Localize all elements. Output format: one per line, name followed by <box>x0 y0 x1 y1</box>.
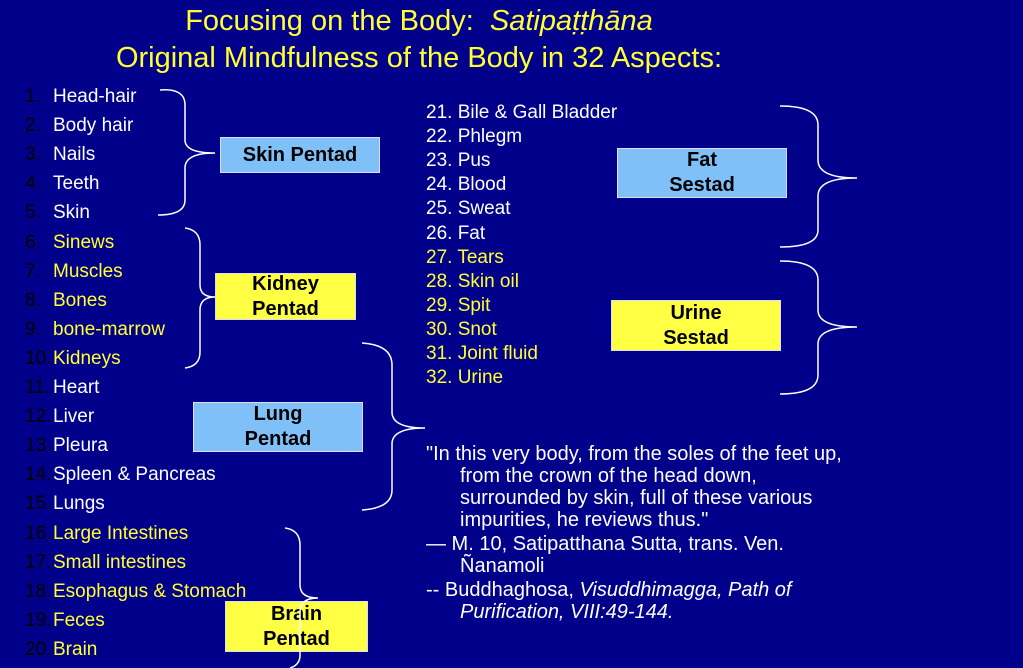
item-label: Small intestines <box>53 551 187 573</box>
item-number: 6. <box>25 231 41 253</box>
label: Fat <box>687 149 717 171</box>
quote-source-1: — M. 10, Satipatthana Sutta, trans. Ven.… <box>426 533 784 577</box>
item-number: 14. <box>25 464 52 486</box>
item-label: Bones <box>53 289 107 311</box>
item-label: Pleura <box>53 435 108 457</box>
quote-source-2: -- Buddhaghosa, Visuddhimagga, Path of P… <box>426 579 846 623</box>
item-label: Teeth <box>53 173 100 195</box>
item-label: Sinews <box>53 231 115 253</box>
skin-pentad-label: Skin Pentad <box>242 143 358 166</box>
item-number: 20. <box>25 638 52 660</box>
label: Pentad <box>244 428 312 450</box>
item-number: 9. <box>25 318 41 340</box>
item-label: Large Intestines <box>53 522 189 544</box>
urine-brace <box>779 260 858 395</box>
item-label: Head-hair <box>53 86 137 107</box>
item-number: 4. <box>25 173 41 195</box>
item-number: 2. <box>25 115 41 137</box>
item-number: 8. <box>25 289 41 311</box>
item-label: Brain <box>53 638 98 660</box>
item-number: 15. <box>25 493 52 515</box>
item-number: 16. <box>25 522 52 544</box>
item-number: 13. <box>25 435 52 457</box>
title-italic: Satipaṭṭhāna <box>489 5 653 37</box>
right-list-item: 26. Fat <box>426 222 486 244</box>
fat-brace <box>779 105 858 248</box>
label: Pentad <box>263 627 330 650</box>
source2-prefix: -- Buddhaghosa, <box>426 579 580 601</box>
item-number: 5. <box>25 202 41 224</box>
right-list-item: 23. Pus <box>426 150 491 172</box>
label: Urine <box>670 301 722 324</box>
item-label: Muscles <box>53 260 123 282</box>
right-list-item: 22. Phlegm <box>426 126 523 148</box>
right-list-item: 32. Urine <box>426 367 504 389</box>
item-number: 10. <box>25 347 52 369</box>
brain-brace <box>284 527 319 668</box>
right-list-item: 31. Joint fluid <box>426 343 538 364</box>
item-label: Heart <box>53 377 100 398</box>
item-number: 1. <box>25 86 41 107</box>
title-prefix: Focusing on the Body: <box>185 5 490 37</box>
item-number: 19. <box>25 609 52 631</box>
item-label: Body hair <box>53 115 134 137</box>
label: Lung <box>253 403 303 425</box>
item-label: Spleen & Pancreas <box>53 464 216 486</box>
skin-brace <box>157 89 216 216</box>
item-label: Nails <box>53 144 96 166</box>
quote-block: "In this very body, from the soles of th… <box>426 443 846 623</box>
item-number: 3. <box>25 144 41 166</box>
item-label: Esophagus & Stomach <box>53 580 247 602</box>
slide-title-line1: Focusing on the Body: Satipaṭṭhāna <box>0 5 838 38</box>
item-number: 17. <box>25 551 52 573</box>
right-list-item: 24. Blood <box>426 174 507 196</box>
right-list-item: 30. Snot <box>426 318 497 340</box>
right-list-item: 25. Sweat <box>426 198 511 220</box>
right-list-item: 21. Bile & Gall Bladder <box>426 102 618 123</box>
item-label: Skin <box>53 202 90 224</box>
item-label: Lungs <box>53 493 105 515</box>
lung-brace <box>361 342 426 511</box>
label: Sestad <box>663 326 729 349</box>
item-label: bone-marrow <box>53 318 165 340</box>
label: Kidney <box>252 272 319 295</box>
item-label: Kidneys <box>53 347 121 369</box>
source2-italic: Visuddhimagga, Path of Purification, VII… <box>460 579 792 623</box>
right-list-item: 27. Tears <box>426 246 504 268</box>
label: Brain <box>270 602 323 625</box>
right-list-item: 29. Spit <box>426 294 491 316</box>
quote-text: "In this very body, from the soles of th… <box>426 443 842 531</box>
item-number: 12. <box>25 406 52 428</box>
kidney-brace <box>184 227 216 369</box>
item-number: 7. <box>25 260 41 282</box>
label: Sestad <box>669 174 735 196</box>
item-number: 11. <box>25 377 51 398</box>
right-list-item: 28. Skin oil <box>426 270 519 292</box>
slide-title-line2: Original Mindfulness of the Body in 32 A… <box>115 42 723 74</box>
label: Pentad <box>252 297 319 320</box>
skin-pentad-box: Skin Pentad <box>220 137 380 173</box>
item-number: 18. <box>25 580 52 602</box>
item-label: Feces <box>53 609 105 631</box>
item-label: Liver <box>53 406 95 428</box>
